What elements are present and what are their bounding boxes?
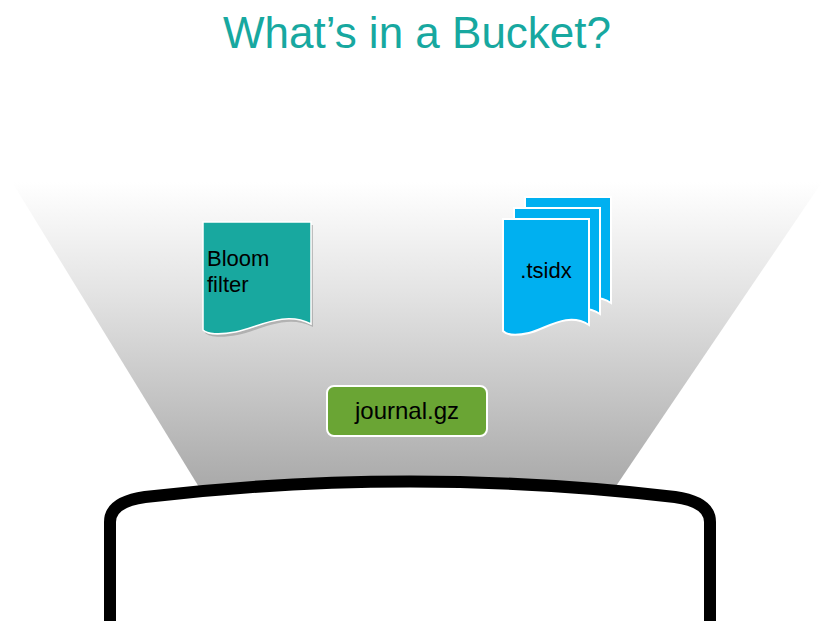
node-label: Bloom filter bbox=[207, 246, 307, 299]
tsidx-document-stack: .tsidx bbox=[503, 197, 611, 337]
node-label: journal.gz bbox=[355, 397, 459, 426]
bucket-outline bbox=[110, 482, 710, 621]
diagram-title: What’s in a Bucket? bbox=[0, 8, 834, 58]
bloom-filter-document: Bloom filter bbox=[203, 222, 311, 336]
light-beam bbox=[12, 182, 822, 492]
document-shape bbox=[203, 222, 311, 334]
node-label: .tsidx bbox=[520, 258, 571, 284]
journal-box: journal.gz bbox=[326, 385, 488, 437]
rounded-box bbox=[327, 386, 487, 436]
document-shape bbox=[503, 219, 589, 335]
